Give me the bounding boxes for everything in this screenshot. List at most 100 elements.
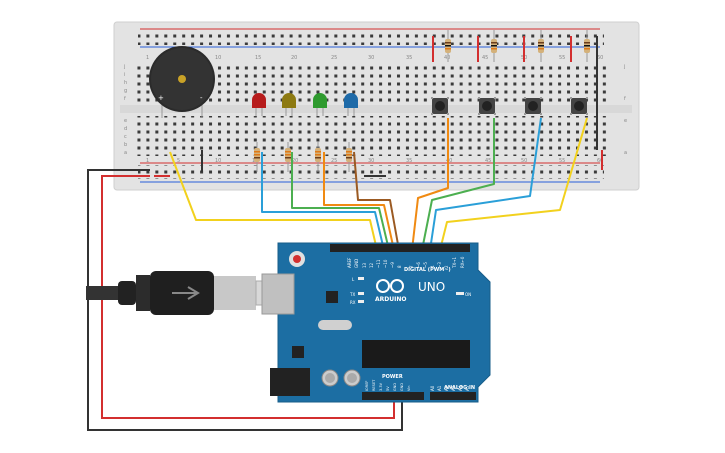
l-led-label: L (352, 277, 355, 282)
pin-label-aref: AREF (347, 257, 352, 268)
digital-header (330, 244, 470, 252)
col-label-bottom-25: 25 (331, 158, 337, 164)
digital-header-label: DIGITAL (PWM~) (404, 267, 451, 273)
pin-label-3v3: 3.3V (379, 382, 383, 391)
pin-label-a3: A3 (451, 385, 456, 391)
arduino-logo (376, 279, 404, 293)
led-red (252, 93, 266, 116)
wire-buzzer-yellow (169, 151, 378, 251)
pin-label-5v: 5V (386, 386, 390, 391)
col-label-45: 45 (482, 55, 488, 61)
wire-led3-orange (323, 152, 395, 251)
wire-gnd-black (87, 169, 403, 431)
pin-label-a2: A2 (444, 385, 449, 391)
pin-label-a5: A5 (465, 385, 470, 391)
row-label-j-right: j (623, 64, 625, 70)
row-label-d: d (124, 126, 127, 132)
push-button-3 (524, 97, 542, 115)
pin-label-10: ~10 (383, 259, 388, 268)
col-label-bottom-20: 20 (292, 158, 298, 164)
power-wires (87, 169, 403, 431)
on-label: ON (465, 292, 471, 297)
col-label-55: 55 (559, 55, 565, 61)
power-header (362, 392, 424, 400)
pin-label-6: ~6 (416, 262, 421, 268)
resistor-led-2 (285, 142, 291, 172)
col-label-1: 1 (146, 55, 149, 61)
resistor-button-4 (584, 30, 590, 62)
pin-label-9: ~9 (390, 262, 395, 268)
push-buttons (431, 97, 588, 115)
pin-label-a1: A1 (437, 385, 442, 391)
col-label-35: 35 (406, 55, 412, 61)
wire-btn4-yellow (439, 117, 588, 251)
resistor-led-3 (315, 142, 321, 172)
pin-label-1: TX→1 (452, 256, 457, 269)
resistor-button-1 (445, 30, 451, 62)
analog-header (430, 392, 476, 400)
led-yellow (282, 93, 296, 116)
push-button-1 (431, 97, 449, 115)
arduino-logo-text: ARDUINO (375, 296, 406, 303)
col-label-60: 60 (597, 55, 603, 61)
wire-5v-red (101, 175, 395, 419)
buzzer-minus-label: - (200, 94, 203, 102)
wire-led2-green (291, 152, 390, 251)
col-label-15: 15 (255, 55, 261, 61)
pin-label-reset: RESET (372, 379, 376, 391)
col-label-10: 10 (215, 55, 221, 61)
col-label-20: 20 (291, 55, 297, 61)
col-label-30: 30 (368, 55, 374, 61)
row-label-a: a (124, 150, 127, 156)
row-label-c: c (124, 134, 127, 140)
resistor-button-2 (491, 30, 497, 62)
dc-power-jack (270, 368, 310, 396)
row-label-b: b (124, 142, 127, 148)
pin-label-a4: A4 (458, 385, 463, 391)
pin-label-2: 2 (444, 265, 449, 268)
resistor-button-3 (538, 30, 544, 62)
buzzer-plus-label: + (158, 94, 164, 102)
analog-header-label: ANALOG IN (444, 385, 475, 391)
pin-label-gnd-2: GND (400, 383, 404, 391)
led-green (313, 93, 327, 116)
pin-label-7: 7 (409, 265, 414, 268)
col-label-40: 40 (444, 55, 450, 61)
wire-led4-brown (353, 151, 400, 251)
led-blue (344, 93, 358, 116)
button-pullup-jumpers (432, 36, 572, 62)
col-label-bottom-45: 45 (485, 158, 491, 164)
pin-label-11: ~11 (376, 259, 381, 268)
pin-label-12: 12 (369, 262, 374, 268)
piezo-buzzer: + - (149, 46, 215, 118)
pin-label-gnd: GND (354, 259, 359, 268)
usb-port (261, 273, 295, 315)
col-label-bottom-1: 1 (146, 158, 149, 164)
row-label-e: e (124, 118, 127, 124)
pin-label-gnd-1: GND (393, 383, 397, 391)
row-label-a-right: a (624, 150, 627, 156)
pin-label-8: 8 (397, 265, 402, 268)
arduino-model: UNO (418, 280, 445, 294)
pin-label-4: 4 (430, 265, 435, 268)
wire-led1-blue (261, 152, 385, 251)
usb-cable (86, 271, 289, 315)
row-label-i: i (124, 72, 125, 78)
wire-btn2-green (421, 118, 495, 251)
col-label-bottom-40: 40 (446, 158, 452, 164)
col-label-bottom-35: 35 (406, 158, 412, 164)
arduino-uno-board (261, 242, 491, 403)
col-label-bottom-10: 10 (215, 158, 221, 164)
leds (252, 93, 358, 116)
pin-label-ioref: IOREF (365, 381, 369, 391)
wire-btn3-blue (429, 117, 542, 251)
row-label-f-right: f (624, 96, 626, 102)
row-label-h: h (124, 80, 127, 86)
pin-label-a0: A0 (430, 385, 435, 391)
led-resistors (254, 142, 352, 172)
row-label-j: j (123, 64, 125, 70)
pin-label-13: 13 (362, 262, 367, 268)
power-header-label: POWER (382, 374, 403, 380)
resistor-led-4 (346, 142, 352, 172)
